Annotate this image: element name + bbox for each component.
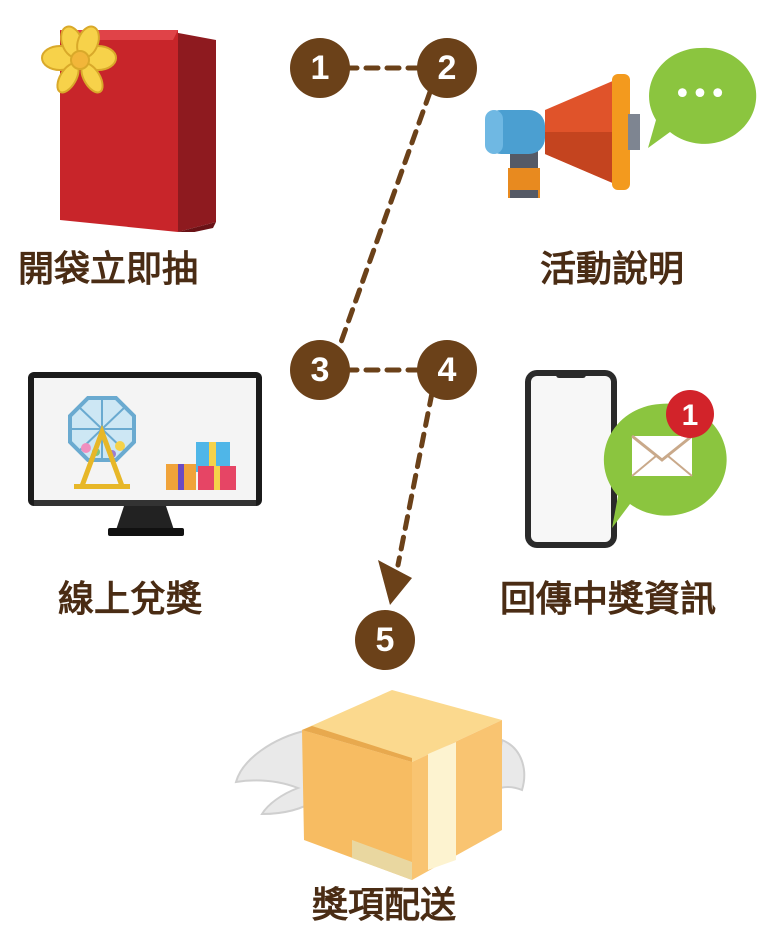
connector-4-5 — [395, 390, 435, 568]
step-4-badge: 4 — [417, 340, 477, 400]
step-2-label: 活動說明 — [540, 249, 685, 290]
connector-2-3 — [337, 89, 433, 348]
step-5-badge: 5 — [355, 610, 415, 670]
step-4-label: 回傳中獎資訊 — [500, 579, 717, 620]
step-5-label: 獎項配送 — [312, 885, 457, 926]
chat-bubble-dots: ••• — [673, 77, 726, 112]
step-2-badge: 2 — [417, 38, 477, 98]
megaphone-icon: ••• — [485, 47, 757, 198]
step-3-label: 線上兌獎 — [58, 579, 203, 620]
step-1-badge: 1 — [290, 38, 350, 98]
flying-box-icon — [234, 690, 526, 880]
monitor-lottery-icon — [28, 372, 262, 536]
step-3-badge: 3 — [290, 340, 350, 400]
red-bag-icon — [41, 25, 216, 232]
notification-count: 1 — [682, 399, 699, 432]
step-1-label: 開袋立即抽 — [18, 249, 199, 290]
arrowhead-icon — [378, 560, 412, 605]
phone-notification-icon: 1 — [525, 370, 727, 548]
